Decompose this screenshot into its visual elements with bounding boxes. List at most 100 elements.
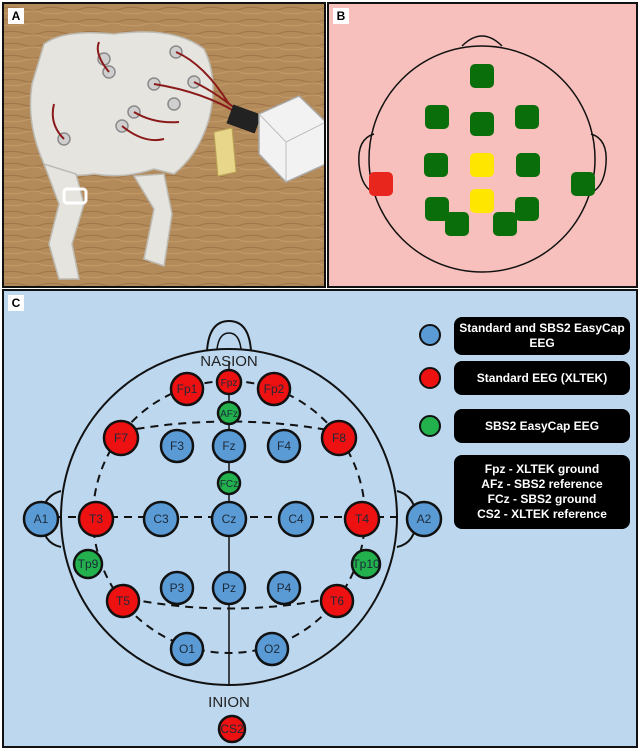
- electrode-dot: [216, 400, 242, 426]
- electrode-a1: A1: [22, 500, 60, 538]
- electrode-square: [516, 153, 540, 177]
- electrode-label: CS2: [220, 722, 244, 736]
- legend-label: Standard EEG (XLTEK): [454, 361, 630, 395]
- electrode-dot: [216, 470, 242, 496]
- electrode-label: Fp2: [264, 382, 285, 396]
- panel-b-schematic: B: [327, 2, 638, 288]
- frontal-arc: [108, 420, 350, 435]
- electrode-dot: [256, 371, 292, 407]
- notes-box: Fpz - XLTEK ground AFz - SBS2 reference …: [454, 455, 630, 529]
- electrode-label: P4: [277, 581, 292, 595]
- eeg-cap-photo: [4, 4, 324, 286]
- electrode-fpz: Fpz: [215, 368, 243, 396]
- electrode-dot: [211, 570, 247, 606]
- electrode-label: Pz: [222, 581, 236, 595]
- electrode-label: T3: [89, 512, 103, 526]
- electrode-square: [425, 105, 449, 129]
- electrode-label: Tp10: [352, 557, 380, 571]
- electrode-o1: O1: [169, 631, 205, 667]
- nose: [206, 319, 252, 352]
- electrode-square: [470, 153, 494, 177]
- electrode-cz: Cz: [210, 500, 248, 538]
- electrode-label: F8: [332, 431, 346, 445]
- electrode-cs2: CS2: [217, 714, 247, 744]
- electrode-t4: T4: [343, 500, 381, 538]
- legend-label: SBS2 EasyCap EEG: [454, 409, 630, 443]
- red-dot-icon: [419, 367, 441, 389]
- electrode-t6: T6: [319, 583, 355, 619]
- electrode-dot: [215, 368, 243, 396]
- electrode-dot: [159, 570, 195, 606]
- electrode-dot: [159, 428, 195, 464]
- legend-label: Standard and SBS2 EasyCap EEG: [454, 317, 630, 355]
- electrode-label: O1: [179, 642, 195, 656]
- electrode-t3: T3: [77, 500, 115, 538]
- panel-letter: A: [8, 8, 24, 24]
- electrode-dot: [350, 548, 382, 580]
- electrode-f7: F7: [102, 419, 140, 457]
- electrode-label: A1: [34, 512, 49, 526]
- strap-buckle: [62, 187, 88, 205]
- electrode-label: C3: [153, 512, 169, 526]
- cap-tag: [213, 127, 237, 177]
- electrode-label: C4: [288, 512, 304, 526]
- parietal-arc: [115, 595, 343, 610]
- head-schematic: [358, 35, 607, 273]
- panel-letter: B: [333, 8, 349, 24]
- electrode-fp2: Fp2: [256, 371, 292, 407]
- electrode-label: Fp1: [177, 382, 198, 396]
- electrode-dot: [405, 500, 443, 538]
- electrode-tp10: Tp10: [350, 548, 382, 580]
- electrode-t5: T5: [105, 583, 141, 619]
- electrode-square: [470, 64, 494, 88]
- electrode-dot: [169, 631, 205, 667]
- right-ear: [587, 133, 607, 195]
- electrode-label: T5: [116, 594, 130, 608]
- electrode-label: Tp9: [78, 557, 99, 571]
- left-ear: [358, 133, 378, 195]
- electrode-dot: [217, 714, 247, 744]
- electrode-label: O2: [264, 642, 280, 656]
- electrode-label: Cz: [222, 512, 237, 526]
- electrode-square: [369, 172, 393, 196]
- green-dot-icon: [419, 415, 441, 437]
- electrode-fcz: FCz: [216, 470, 242, 496]
- electrode-square: [493, 212, 517, 236]
- electrode-square: [470, 189, 494, 213]
- nose: [461, 35, 503, 47]
- electrode-square: [515, 197, 539, 221]
- chin-strap-left: [42, 162, 85, 280]
- electrode-label: P3: [170, 581, 185, 595]
- electrode-label: Fpz: [221, 378, 238, 389]
- electrode-f4: F4: [266, 428, 302, 464]
- chin-strap-right: [132, 173, 173, 268]
- electrode-square: [445, 212, 469, 236]
- electrode-a2: A2: [405, 500, 443, 538]
- electrode-dot: [210, 500, 248, 538]
- note-afz: AFz - SBS2 reference: [481, 477, 603, 491]
- electrode-label: F3: [170, 439, 184, 453]
- note-fcz: FCz - SBS2 ground: [487, 492, 597, 506]
- electrode-dot: [266, 570, 302, 606]
- electrode-dot: [254, 631, 290, 667]
- electrode-label: T4: [355, 512, 369, 526]
- electrode-p3: P3: [159, 570, 195, 606]
- nasion-label: NASION: [200, 353, 258, 370]
- electrode-f8: F8: [320, 419, 358, 457]
- electrode-square: [571, 172, 595, 196]
- electrode-f3: F3: [159, 428, 195, 464]
- blue-dot-icon: [419, 324, 441, 346]
- electrode-dot: [102, 419, 140, 457]
- electrode-label: A2: [417, 512, 432, 526]
- electrode-square: [515, 105, 539, 129]
- electrode-dot: [319, 583, 355, 619]
- electrode-dot: [142, 500, 180, 538]
- inion-label: INION: [208, 694, 250, 711]
- electrode-label: T6: [330, 594, 344, 608]
- electrode-dot: [105, 583, 141, 619]
- electrode-dot: [320, 419, 358, 457]
- electrode-dot: [211, 428, 247, 464]
- electrode-square: [425, 197, 449, 221]
